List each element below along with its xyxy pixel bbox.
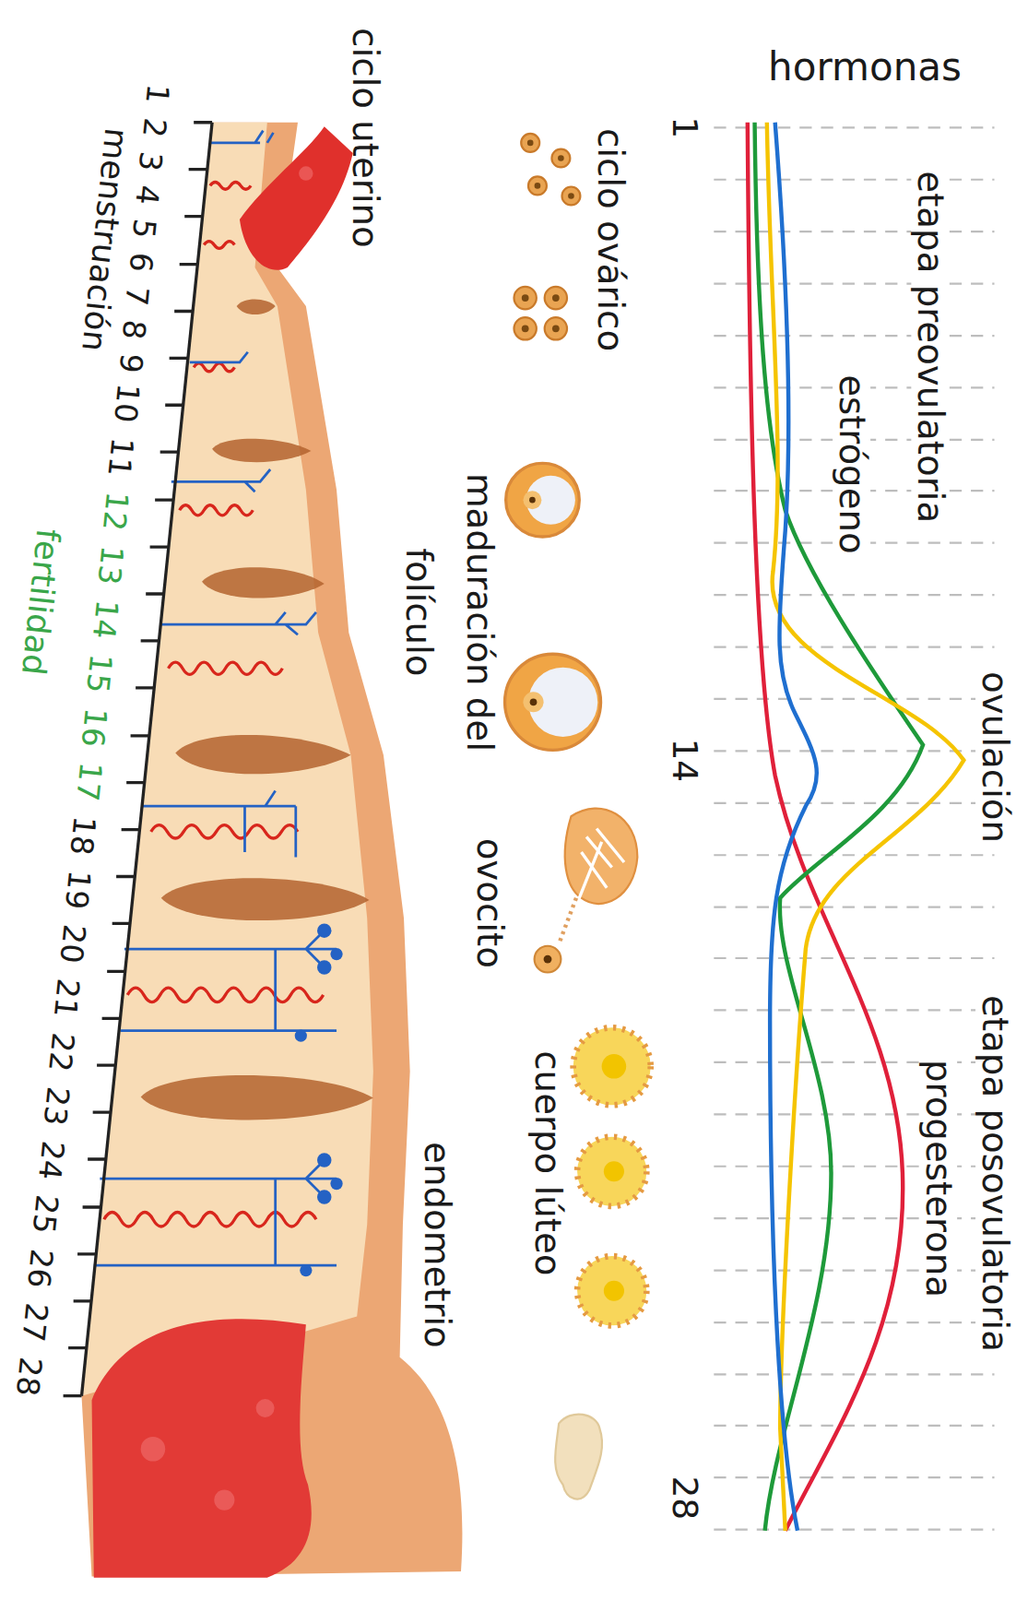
vein-bulbs: [295, 922, 343, 1277]
section-label: ciclo ovárico: [591, 128, 628, 352]
phase-label: etapa posovulatoria: [975, 992, 1014, 1355]
functional-layer: [81, 122, 373, 1396]
event-label: ovulación: [975, 668, 1014, 847]
day-number: 8: [117, 318, 150, 341]
day-number: 15: [82, 652, 117, 695]
day-number: 16: [76, 706, 111, 748]
day-number: 6: [123, 250, 156, 273]
day-number: 1: [141, 82, 174, 106]
day-number: 4: [130, 183, 164, 206]
stage-label: ovocito: [472, 838, 509, 969]
day-number: 14: [87, 598, 122, 640]
hormone-curves: [747, 122, 965, 1531]
day-number: 28: [11, 1355, 47, 1397]
fertility-label: fertilidad: [16, 527, 65, 677]
day-number: 20: [54, 922, 89, 965]
day-number: 13: [93, 543, 128, 586]
veins: [94, 130, 337, 1265]
chart-title: hormonas: [768, 47, 962, 87]
axis-tick-label: 28: [668, 1475, 704, 1520]
fsh-curve: [769, 122, 817, 1531]
day-number: 5: [127, 217, 160, 240]
phase-label: etapa preovulatoria: [910, 167, 949, 526]
section-label: ciclo uterino: [347, 27, 384, 249]
day-number: 26: [22, 1247, 57, 1289]
hormone-label: estrógeno: [832, 371, 871, 557]
day-number: 18: [65, 814, 100, 856]
day-number: 11: [103, 436, 138, 478]
stage-label: folículo: [400, 547, 437, 676]
ovarian-follicles: [505, 133, 651, 1500]
day-number: 21: [49, 976, 84, 1018]
day-number: 7: [120, 284, 154, 308]
day-number: 9: [114, 352, 147, 375]
spiral-arteries: [104, 182, 324, 1228]
day-axis: [63, 122, 213, 1396]
lh-curve: [767, 122, 964, 1531]
menstrual-blood-top: [239, 126, 354, 271]
progesterone-curve: [747, 122, 903, 1531]
glands: [141, 212, 374, 1121]
part-label: endometrio: [418, 1141, 455, 1348]
day-number: 10: [108, 381, 143, 424]
day-number: 19: [59, 868, 95, 910]
estrogen-curve: [755, 122, 924, 1531]
day-number: 25: [27, 1193, 62, 1235]
day-number: 23: [38, 1085, 73, 1127]
hormone-label: progesterona: [919, 1056, 958, 1301]
axis-tick-label: 1: [668, 116, 704, 139]
stage-label: cuerpo lúteo: [530, 1050, 567, 1276]
menstrual-blood-bottom: [92, 1318, 312, 1577]
day-number: 17: [70, 760, 106, 803]
day-number: 3: [133, 150, 166, 173]
day-number: 24: [33, 1138, 68, 1181]
day-number: 27: [16, 1300, 51, 1343]
grid-lines: [713, 127, 994, 1529]
day-number: 12: [97, 490, 132, 532]
stage-label: maduración del: [461, 472, 498, 752]
endometrium: [81, 122, 462, 1578]
day-number: 22: [44, 1030, 79, 1073]
day-number: 2: [137, 116, 170, 139]
axis-tick-label: 14: [668, 737, 704, 782]
